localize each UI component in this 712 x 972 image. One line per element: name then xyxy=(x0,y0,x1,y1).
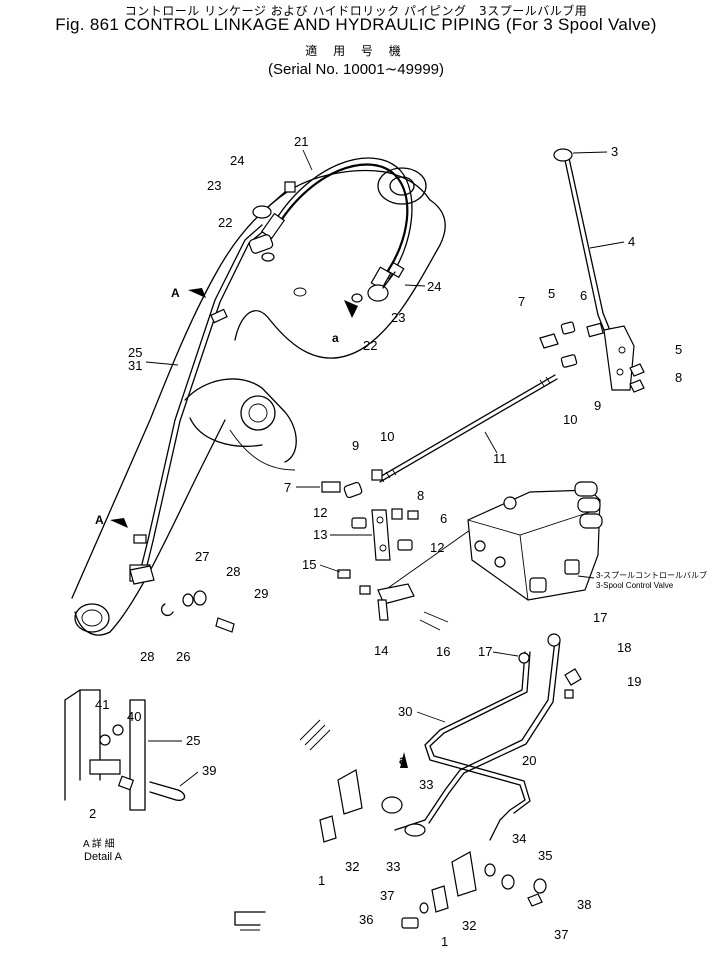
control-rod-11 xyxy=(377,374,558,483)
callout-15: 15 xyxy=(302,557,316,572)
callout-16: 16 xyxy=(436,644,450,659)
callout-labels: 21 24 23 22 24 23 22 a A 25 31 A 3 4 7 5… xyxy=(83,134,707,949)
chassis-frame xyxy=(234,719,331,931)
callout-12-left: 12 xyxy=(313,505,327,520)
callout-31: 31 xyxy=(128,358,142,373)
arrow-a-label-bottom: a xyxy=(399,753,406,767)
callout-33-lower: 33 xyxy=(386,859,400,874)
control-lever-4 xyxy=(553,148,635,391)
callout-24-right: 24 xyxy=(427,279,441,294)
callout-21: 21 xyxy=(294,134,308,149)
control-valve-body xyxy=(467,481,603,601)
callout-1-left: 1 xyxy=(318,873,325,888)
callout-32-left: 32 xyxy=(345,859,359,874)
boom-arm xyxy=(71,167,446,636)
callout-40: 40 xyxy=(127,709,141,724)
callout-2: 2 xyxy=(89,806,96,821)
arrow-a-label-top: a xyxy=(332,331,339,345)
callout-13: 13 xyxy=(313,527,327,542)
callout-10-link: 10 xyxy=(380,429,394,444)
callout-5-lever: 5 xyxy=(548,286,555,301)
hydraulic-pipes-20-30 xyxy=(394,633,561,841)
callout-27: 27 xyxy=(195,549,209,564)
callout-18: 18 xyxy=(617,640,631,655)
callout-33-upper: 33 xyxy=(419,777,433,792)
boom-foot-pin-hole xyxy=(74,603,110,633)
callout-36: 36 xyxy=(359,912,373,927)
boom-hose-25-31 xyxy=(129,224,267,583)
linkage-bracket-13 xyxy=(321,469,471,631)
callout-14: 14 xyxy=(374,643,388,658)
callout-34: 34 xyxy=(512,831,526,846)
callout-30: 30 xyxy=(398,704,412,719)
arrow-A-label-bottom: A xyxy=(95,513,104,527)
callout-25: 25 xyxy=(128,345,142,360)
callout-6-link: 6 xyxy=(440,511,447,526)
figure-title: Fig. 861 CONTROL LINKAGE AND HYDRAULIC P… xyxy=(55,15,657,34)
boom-top-pin-boss xyxy=(377,167,427,205)
callout-37-left: 37 xyxy=(380,888,394,903)
callout-7-link: 7 xyxy=(284,480,291,495)
valve-label-en: 3-Spool Control Valve xyxy=(596,581,674,590)
detail-a-arrows xyxy=(110,288,408,768)
detail-a-inset xyxy=(64,689,186,811)
callout-37-right: 37 xyxy=(554,927,568,942)
callout-17-right: 17 xyxy=(593,610,607,625)
callout-38: 38 xyxy=(577,897,591,912)
valve-label-jp: 3-スプールコントロールバルブ xyxy=(596,570,707,580)
callout-20: 20 xyxy=(522,753,536,768)
title-japanese: コントロール リンケージ および ハイドロリック パイピング 3スプールバルブ用 xyxy=(124,4,588,18)
pipe-clamps-lower xyxy=(319,668,582,929)
callout-39: 39 xyxy=(202,763,216,778)
callout-22-right: 22 xyxy=(363,338,377,353)
applicable-models-label: 適 用 号 機 xyxy=(305,44,407,58)
callout-3: 3 xyxy=(611,144,618,159)
callout-23-top: 23 xyxy=(207,178,221,193)
callout-25-detail: 25 xyxy=(186,733,200,748)
callout-8-link: 8 xyxy=(417,488,424,503)
callout-10-right: 10 xyxy=(563,412,577,427)
serial-range: (Serial No. 10001∼49999) xyxy=(267,61,444,78)
callout-41: 41 xyxy=(95,697,109,712)
callout-23-right: 23 xyxy=(391,310,405,325)
callout-4: 4 xyxy=(628,234,635,249)
callout-9-link: 9 xyxy=(352,438,359,453)
fitting-group-right xyxy=(351,261,405,303)
callout-28-left: 28 xyxy=(140,649,154,664)
callout-8-right: 8 xyxy=(675,370,682,385)
callout-29: 29 xyxy=(254,586,268,601)
detail-a-hose-25 xyxy=(129,699,146,811)
arrow-A-label-top: A xyxy=(171,286,180,300)
callout-5-right: 5 xyxy=(675,342,682,357)
callout-35: 35 xyxy=(538,848,552,863)
lever-knob-3 xyxy=(553,148,573,162)
detail-a-clamp-2 xyxy=(89,759,121,775)
boom-cylinder-pin-boss xyxy=(240,395,276,431)
callout-19: 19 xyxy=(627,674,641,689)
callout-17-left: 17 xyxy=(478,644,492,659)
callout-1-right: 1 xyxy=(441,934,448,949)
callout-7-lever: 7 xyxy=(518,294,525,309)
callout-6-lever: 6 xyxy=(580,288,587,303)
fitting-group-top-left xyxy=(248,181,296,262)
callout-28-right: 28 xyxy=(226,564,240,579)
detail-a-label-jp: A 詳 細 xyxy=(83,837,115,850)
clevis-hardware xyxy=(129,565,235,633)
callout-26: 26 xyxy=(176,649,190,664)
callout-24-top: 24 xyxy=(230,153,244,168)
lever-hardware xyxy=(539,321,645,393)
detail-a-label-en: Detail A xyxy=(84,851,123,863)
callout-32-right: 32 xyxy=(462,918,476,933)
callout-22-top: 22 xyxy=(218,215,232,230)
callout-12-right: 12 xyxy=(430,540,444,555)
callout-11: 11 xyxy=(493,451,507,466)
callout-9-right: 9 xyxy=(594,398,601,413)
